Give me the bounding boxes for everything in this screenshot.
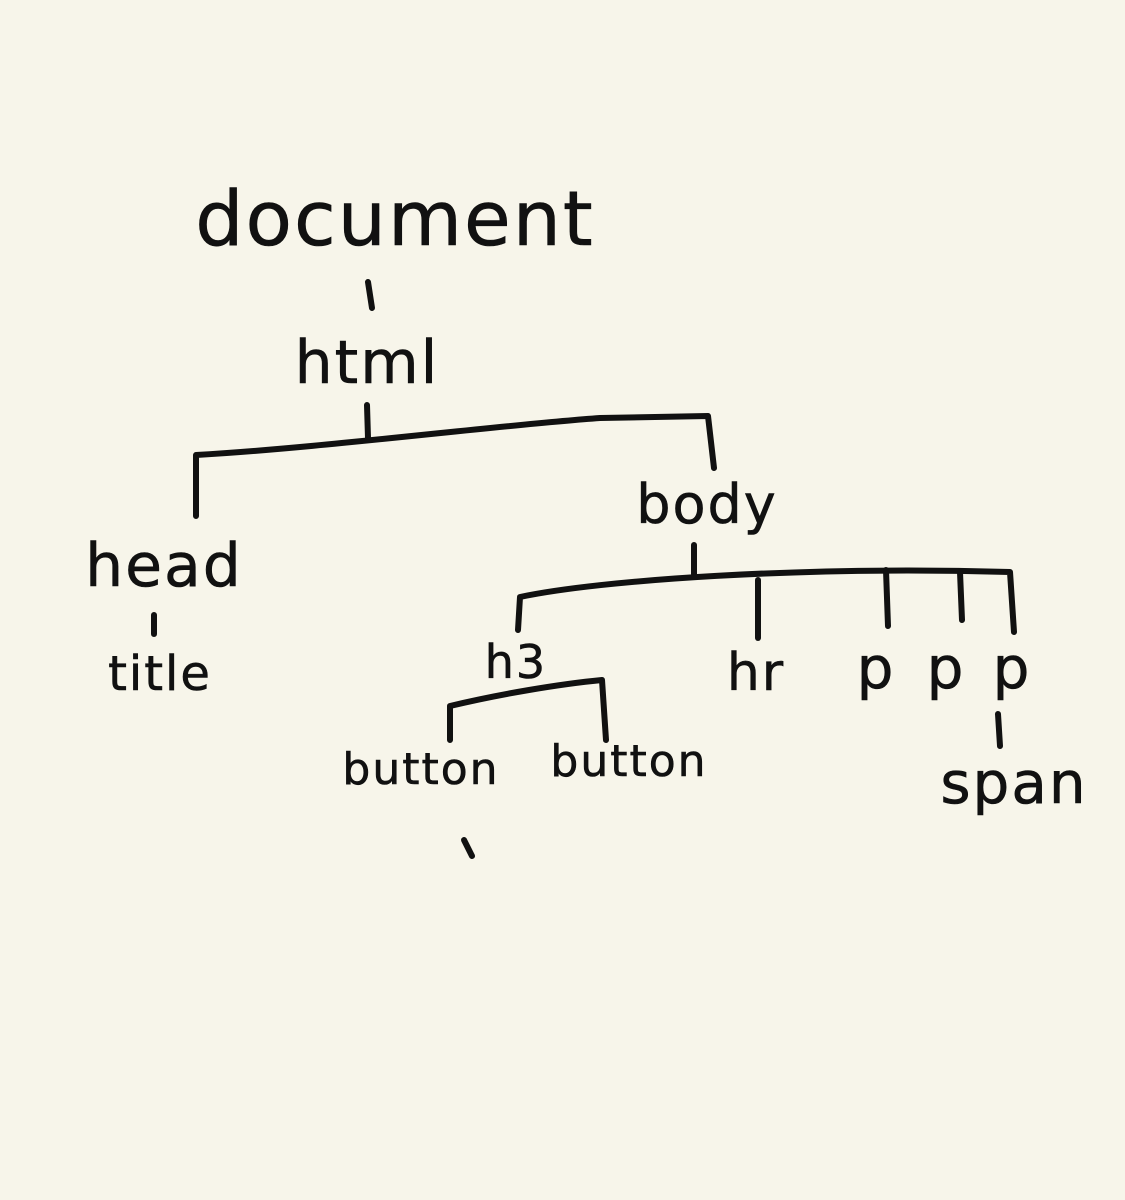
edge-body-bracket — [515, 567, 1017, 635]
node-head: head — [85, 531, 243, 601]
edge-html-stem — [364, 402, 371, 441]
node-p: p — [927, 634, 966, 702]
node-p: p — [993, 634, 1032, 702]
node-document: document — [195, 174, 594, 263]
edge-document-html — [365, 279, 375, 311]
node-button: button — [342, 744, 499, 795]
node-p: p — [857, 634, 896, 702]
edge-p3-span — [995, 711, 1003, 749]
edge-body-p2 — [957, 569, 965, 623]
node-button: button — [550, 736, 707, 787]
node-h3: h3 — [485, 635, 547, 689]
node-html: html — [295, 328, 440, 398]
node-body: body — [636, 473, 778, 536]
node-title: title — [108, 646, 212, 702]
edge-h3-bracket — [447, 677, 609, 743]
node-span: span — [940, 749, 1087, 817]
edge-button-child-stub — [461, 837, 475, 859]
edge-body-p1 — [883, 567, 891, 629]
edge-html-bracket — [193, 413, 717, 519]
node-hr: hr — [727, 643, 785, 703]
